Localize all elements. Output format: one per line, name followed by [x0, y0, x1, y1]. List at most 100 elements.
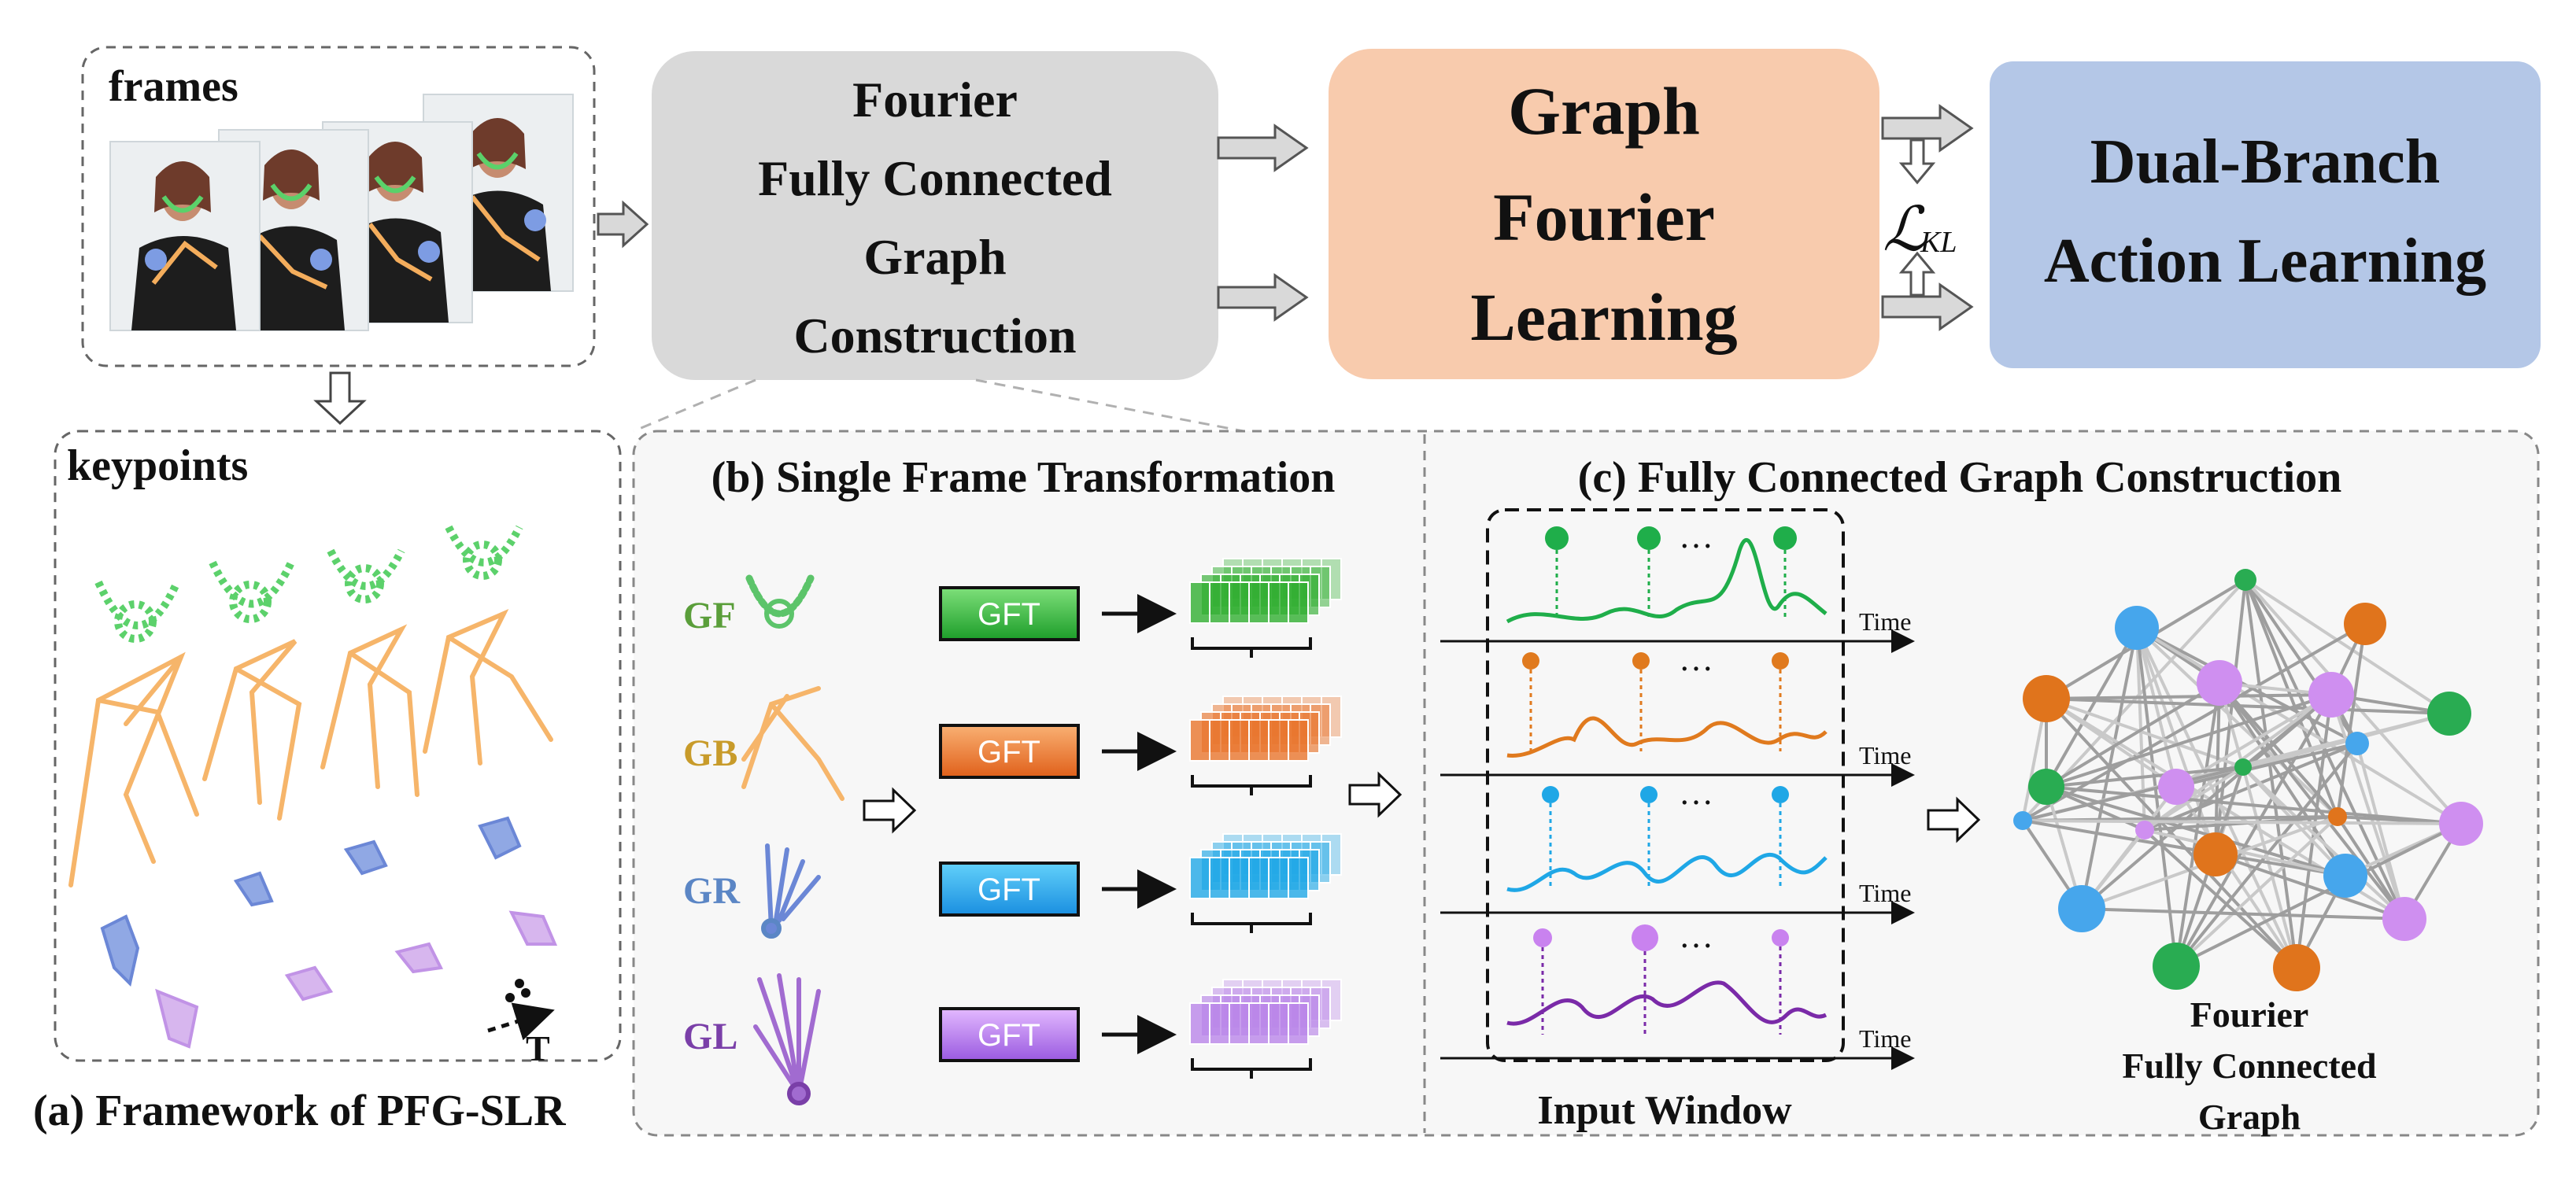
graph-edge	[2135, 626, 2339, 818]
graph-node	[2135, 821, 2154, 839]
bracket	[1191, 913, 1312, 933]
graph-node	[2153, 943, 2200, 990]
part-skeleton-glyph	[741, 686, 844, 801]
waveform	[1506, 852, 1828, 892]
graph-edge	[2135, 626, 2463, 825]
graph-edge	[2046, 766, 2244, 788]
graph-edge	[2046, 785, 2346, 877]
part-skeleton-glyph	[753, 973, 821, 1105]
video-frames	[109, 94, 574, 331]
graph-edge	[2045, 627, 2138, 788]
fourier-fc-graph-box	[652, 51, 1218, 380]
gft-block	[939, 586, 1080, 641]
graph-edge	[2336, 623, 2367, 817]
graph-edge	[2046, 693, 2332, 788]
graph-edge	[2046, 697, 2244, 769]
keypoints-box	[54, 430, 622, 1062]
graph-type-label: GL	[683, 1016, 737, 1057]
waveform	[1506, 716, 1828, 758]
gft-label: GFT	[978, 1018, 1040, 1053]
part-skeleton-glyph	[761, 843, 821, 939]
right-hand-keypoints	[100, 816, 522, 987]
graph-edge	[2175, 822, 2462, 968]
frequency-peak	[1772, 786, 1789, 803]
graph-node	[2193, 832, 2238, 876]
graph-node	[2427, 692, 2471, 736]
graph-fourier-line: Learning	[1470, 279, 1737, 355]
graph-edge	[2144, 828, 2346, 877]
arrow-right-icon	[1217, 124, 1309, 172]
graph-caption-line: Graph	[2198, 1097, 2301, 1137]
arrow-right-icon	[1217, 273, 1309, 322]
bracket	[1191, 1058, 1312, 1079]
gft-block	[939, 862, 1080, 917]
graph-edge	[2022, 819, 2462, 825]
fully-connected-graph	[2013, 569, 2483, 991]
bracket	[1191, 775, 1312, 795]
graph-edge	[2046, 785, 2462, 825]
part-skeleton-glyph	[745, 574, 815, 629]
dual-branch-action-learning-box	[1990, 61, 2541, 368]
signal-row: Time…	[1440, 640, 1915, 787]
graph-edge	[2022, 819, 2346, 877]
arrow-right-icon	[1927, 796, 1981, 843]
graph-node	[2013, 811, 2032, 830]
arrow-up-icon	[1898, 251, 1936, 297]
graph-nodes	[2013, 569, 2483, 991]
fourier-fc-line: Graph	[863, 229, 1006, 285]
time-axis-label: Time	[1859, 607, 1911, 636]
graph-edge	[2215, 853, 2405, 921]
graph-node	[2058, 885, 2105, 932]
frequency-peak	[1772, 929, 1789, 946]
time-axis-label: Time	[1859, 879, 1911, 907]
graph-fourier-line: Graph	[1508, 73, 1700, 149]
panel-c-title: (c) Fully Connected Graph Construction	[1578, 453, 2342, 502]
frequency-signals: Time…Time…Time…Time…	[1440, 517, 1915, 1070]
graph-node	[2382, 897, 2426, 941]
gft-block	[939, 1007, 1080, 1062]
spectral-feature-stack	[1189, 979, 1342, 1079]
gft-block	[939, 724, 1080, 779]
panel-a-caption: (a) Framework of PFG-SLR	[33, 1087, 566, 1135]
graph-edge	[2175, 742, 2358, 788]
graph-edge	[2045, 681, 2221, 788]
waveform	[1506, 980, 1828, 1026]
signal-row: Time…	[1440, 917, 1915, 1070]
graph-edge	[2022, 622, 2366, 822]
graph-edge	[2330, 694, 2406, 920]
gft-label: GFT	[978, 597, 1040, 632]
body-keypoints	[68, 609, 553, 887]
graph-edge	[2046, 697, 2450, 715]
graph-edge	[2143, 828, 2298, 969]
ellipsis-label: …	[1679, 917, 1713, 955]
graph-type-label: GF	[683, 595, 736, 636]
keypoints-label: keypoints	[67, 441, 248, 490]
graph-edge	[2135, 627, 2217, 855]
graph-edge	[2244, 579, 2298, 969]
graph-edge	[2356, 743, 2406, 920]
ellipsis-label: …	[1679, 640, 1713, 678]
graph-edge	[2175, 694, 2333, 967]
fourier-fc-line: Fourier	[852, 72, 1018, 127]
graph-node	[2323, 854, 2367, 898]
arrow-right-icon	[1348, 771, 1403, 818]
spectral-feature-stack	[1189, 833, 1342, 933]
fourier-fc-line: Construction	[793, 308, 1076, 363]
spectral-feature-stack	[1189, 558, 1342, 658]
graph-caption-line: Fourier	[2190, 994, 2309, 1035]
graph-edge	[2175, 682, 2221, 967]
transform-row: GF GFT	[683, 558, 1342, 658]
spectral-feature-stack	[1189, 696, 1342, 795]
graph-node	[2197, 660, 2242, 706]
graph-edge	[2135, 627, 2178, 788]
kl-loss-symbol: ℒ	[1883, 195, 1928, 264]
kl-loss-subscript: KL	[1920, 226, 1957, 259]
input-window-box	[1486, 508, 1845, 1062]
arrow-right-icon	[1881, 282, 1974, 331]
graph-edge	[2046, 693, 2332, 700]
graph-node	[2234, 569, 2256, 591]
graph-caption-line: Fully Connected	[2122, 1046, 2377, 1086]
